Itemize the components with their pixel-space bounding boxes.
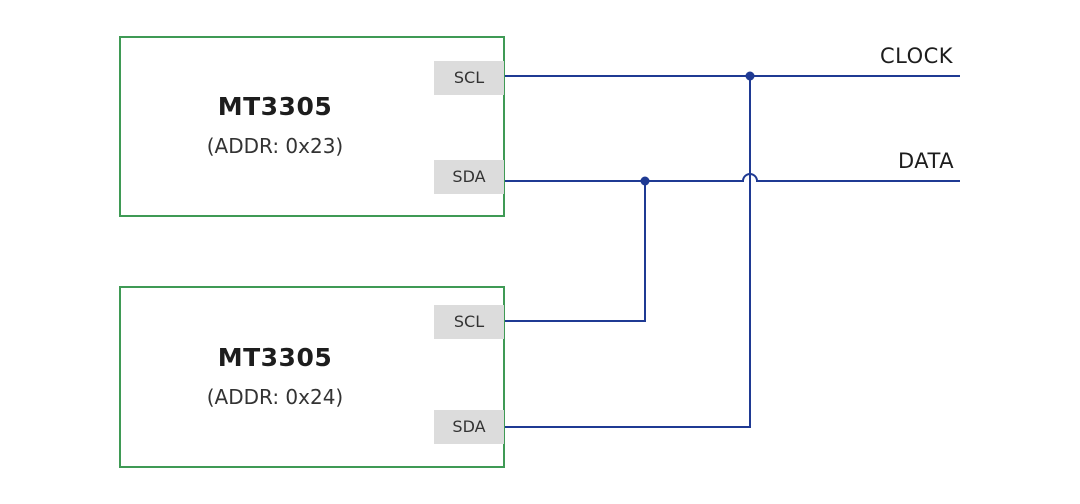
data-bus-label: DATA (898, 149, 955, 173)
device-2-scl-pin: SCL (434, 305, 504, 339)
clock-junction-dot (745, 71, 755, 81)
data-bus-line (504, 173, 960, 182)
device-2-name: MT3305 (217, 343, 333, 372)
device-1-address: (ADDR: 0x23) (206, 134, 344, 158)
device-2-sda-pin: SDA (434, 410, 504, 444)
device-2-address: (ADDR: 0x24) (206, 385, 344, 409)
device2-sda-wire (504, 76, 751, 428)
device-1-name: MT3305 (217, 92, 333, 121)
data-junction-dot (640, 176, 650, 186)
device-1-sda-pin: SDA (434, 160, 504, 194)
device-1-scl-pin: SCL (434, 61, 504, 95)
device2-scl-wire (504, 181, 646, 322)
clock-bus-label: CLOCK (880, 44, 954, 68)
